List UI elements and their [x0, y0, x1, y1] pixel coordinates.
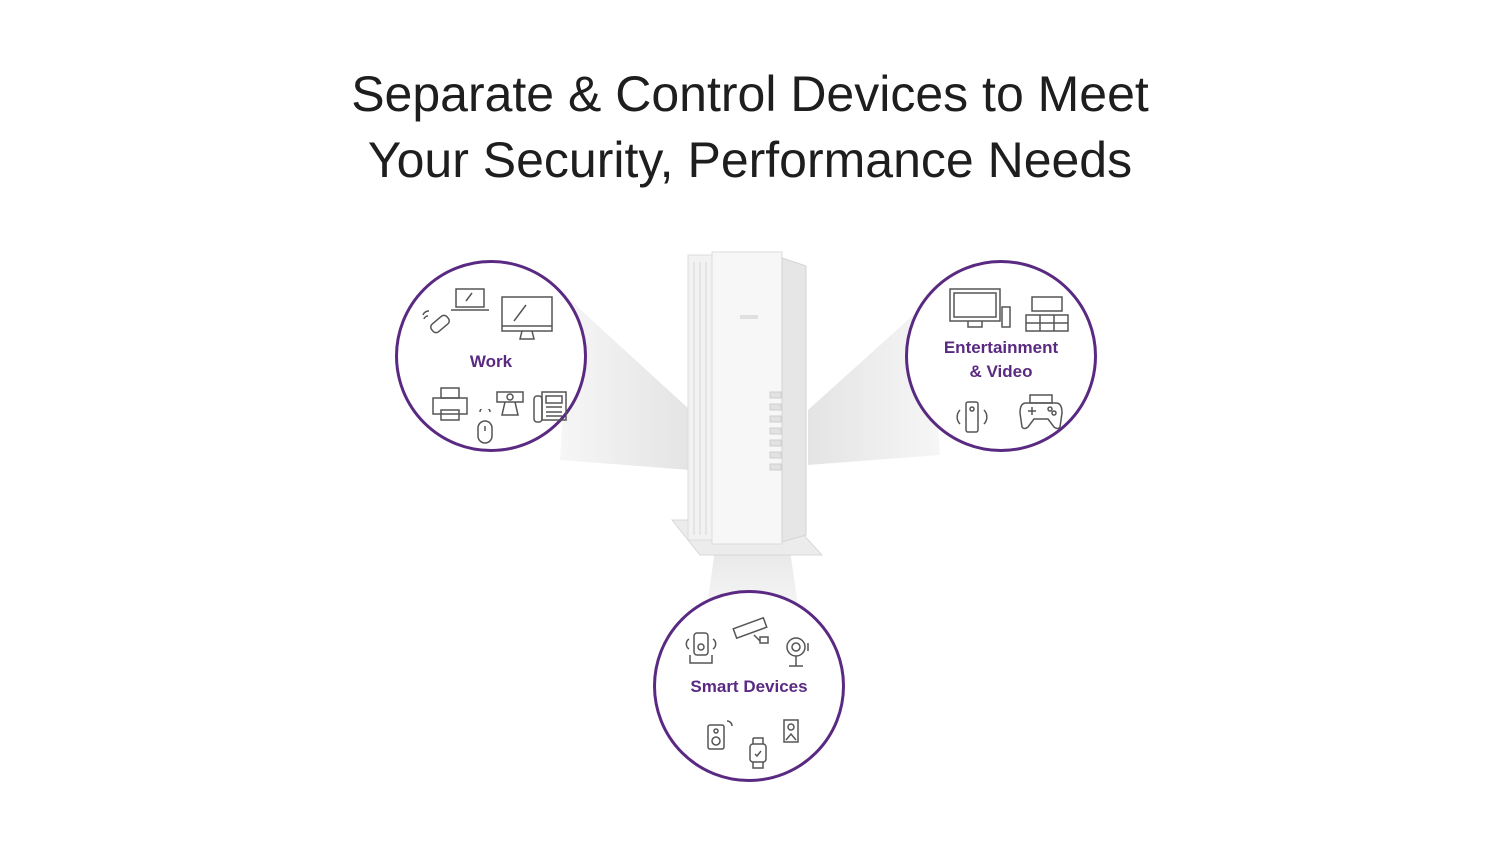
smart-devices-group-circle: Smart Devices — [653, 590, 845, 782]
tv-icon — [948, 287, 1012, 331]
printer-icon — [431, 386, 469, 422]
video-doorbell-icon — [782, 718, 800, 746]
remote-icon — [954, 398, 990, 434]
usb-wifi-adapter-icon — [420, 307, 454, 339]
speaker-icon — [706, 717, 736, 751]
headline-line-2: Your Security, Performance Needs — [367, 132, 1133, 188]
desk-phone-icon — [532, 390, 568, 424]
work-group-circle: Work — [395, 260, 587, 452]
entertainment-group-circle: Entertainment & Video — [905, 260, 1097, 452]
work-label: Work — [469, 352, 513, 371]
laptop-icon — [450, 287, 490, 313]
smart-speaker-icon — [684, 631, 718, 667]
headline-line-1: Separate & Control Devices to Meet — [351, 66, 1149, 122]
entertainment-label-line-1: Entertainment — [943, 338, 1059, 357]
monitor-icon — [500, 295, 554, 343]
router-device — [670, 251, 824, 556]
media-console-icon — [1024, 295, 1070, 333]
smartwatch-icon — [748, 736, 768, 770]
light-beam-left — [560, 300, 690, 470]
entertainment-label-line-2: & Video — [969, 362, 1033, 381]
webcam-icon — [495, 390, 525, 418]
smart-bulb-camera-icon — [784, 635, 812, 669]
mouse-icon — [476, 409, 494, 445]
game-controller-icon — [1018, 391, 1064, 431]
smart-devices-label: Smart Devices — [690, 677, 808, 696]
security-camera-icon — [732, 613, 772, 647]
